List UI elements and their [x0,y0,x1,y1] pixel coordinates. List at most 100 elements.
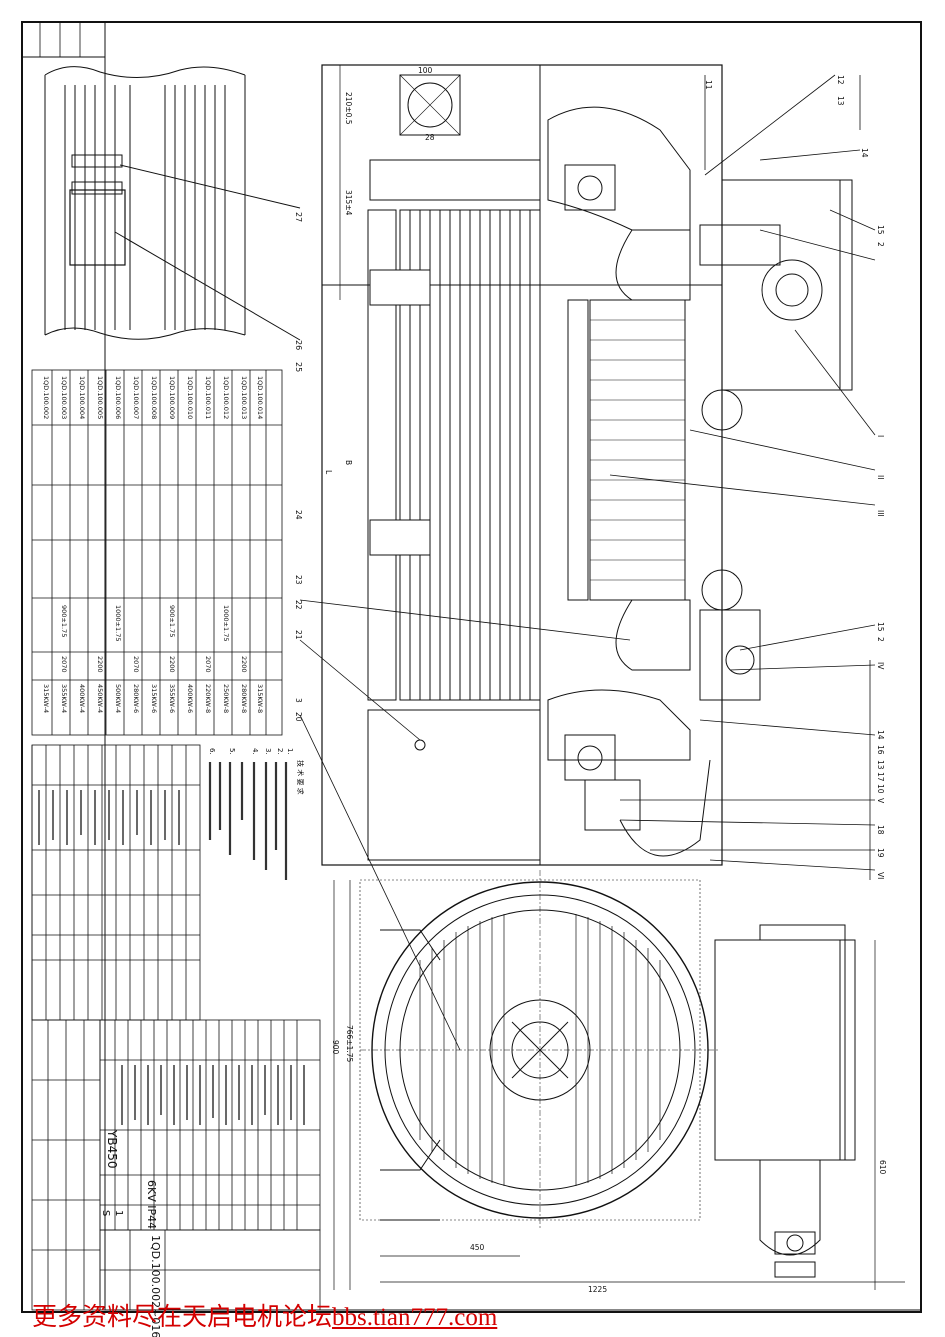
dim-label: 100 [418,66,433,75]
dim-label: 766±1.75 [345,1025,354,1063]
inner-frame [104,21,922,1311]
table-cell: 315KW-8 [256,684,264,713]
callout-label: III [876,510,885,517]
note-item: 1. [286,748,294,755]
table-cell: 1QD.100.003 [60,376,68,419]
callout-label: II [876,475,885,479]
table-cell: 315KW-4 [42,684,50,713]
callout-label: 2 [876,242,885,247]
table-cell: 1QD.100.005 [96,376,104,419]
callout-27: 27 [294,212,303,222]
dim-label: 1225 [588,1285,607,1294]
sheet-mark: S [100,1210,111,1216]
parts-list-ink [38,790,305,1125]
outer-frame [21,21,922,1313]
callouts-right: 11 12 13 14 15 2 I II III 15 2 IV 14 16 … [704,75,885,879]
table-cell: 2200 [168,656,176,673]
parts-list [31,744,201,1311]
callout-label: 13 [836,96,845,106]
callout-25: 25 [294,362,303,372]
table-cell: 1QD.100.011 [204,376,212,419]
dim-label: 610 [878,1160,887,1175]
callout-label: 19 [876,848,885,858]
note-item: 5. [228,748,236,755]
frame-detail-view [44,66,301,341]
motor-side-view [321,64,853,866]
notes-lines [208,762,288,880]
table-cell: 1QD.100.014 [256,376,264,419]
dim-label: 450 [470,1243,485,1252]
callout-label: 17 [876,772,885,782]
callout-label: 15 [876,622,885,632]
dimension-lines [321,65,905,1290]
notes-title: 技 术 要 求 [296,760,305,795]
table-cell: 500KW-4 [114,684,122,713]
table-cell: 400KW-4 [78,684,86,713]
table-cell: 280KW-8 [240,684,248,713]
callout-label: 20 [294,712,303,722]
callout-label: 22 [294,600,303,610]
sheet-mark: 1 [113,1210,124,1216]
table-cell: 900±1.75 [168,605,176,637]
callout-26: 26 [294,340,303,350]
table-cell: 1QD.100.012 [222,376,230,419]
table-cell: 1QD.100.013 [240,376,248,419]
footer-link[interactable]: bbs.tian777.com [332,1304,498,1331]
footer-banner: 更多资料尽在天启电机论坛bbs.tian777.com [32,1300,732,1334]
dim-label: L [324,470,333,475]
table-cell: 355KW-6 [168,684,176,713]
callout-label: VI [876,872,885,879]
table-cell: 400KW-6 [186,684,194,713]
table-cell: 355KW-4 [60,684,68,713]
table-cell: 280KW-6 [132,684,140,713]
table-cell: 1000±1.75 [222,605,230,641]
dim-label: 210±0.5 [344,92,353,125]
footer-text: 更多资料尽在天启电机论坛 [32,1302,333,1331]
drawing-number: 1QD.100.002~016 [149,1235,162,1337]
note-item: 2. [276,748,284,755]
callout-label: 21 [294,630,303,640]
callout-label: IV [876,662,885,670]
table-cell: 2200 [240,656,248,673]
table-cell: 315KW-6 [150,684,158,713]
table-cell: 2070 [60,656,68,673]
dim-label: 28 [425,133,435,142]
dim-label: 900 [331,1040,340,1055]
callout-label: 2 [876,637,885,642]
motor-end-view [359,870,856,1278]
table-cell: 1QD.100.002 [42,376,50,419]
technical-notes: 技 术 要 求 1. 2. 3. 4. 5. 6. [208,748,305,795]
parts-list-2 [99,1019,321,1311]
table-cell: 1QD.100.009 [168,376,176,419]
table-cell: 2070 [132,656,140,673]
model-label: YB450 [105,1129,119,1168]
callout-label: 14 [876,730,885,740]
table-cell: 1QD.100.006 [114,376,122,419]
table-cell: 1QD.100.008 [150,376,158,419]
table-cell: 1QD.100.004 [78,376,86,419]
dimensions: 100 210±0.5 28 315±4 B L 900 766±1.75 61… [324,66,887,1294]
table-text: 1QD.100.002 1QD.100.003 1QD.100.004 1QD.… [42,376,264,713]
table-cell: 450KW-4 [96,684,104,713]
table-cell: 1QD.100.007 [132,376,140,419]
callout-leaders [299,74,876,1051]
callout-label: 23 [294,575,303,585]
dim-label: 315±4 [344,190,353,216]
callout-label: 3 [294,698,303,703]
table-cell: 1QD.100.010 [186,376,194,419]
table-cell: 2200 [96,656,104,673]
callout-label: 15 [876,225,885,235]
dim-label: B [344,460,353,465]
callout-label: I [876,435,885,437]
note-item: 6. [208,748,216,755]
table-cell: 2070 [204,656,212,673]
table-cell: 1000±1.75 [114,605,122,641]
note-item: 4. [251,748,259,755]
callout-label: 12 [836,75,845,85]
voltage-label: 6KV IP44 [145,1180,158,1229]
table-cell: 220KW-8 [204,684,212,713]
note-item: 3. [264,748,272,755]
table-cell: 900±1.75 [60,605,68,637]
callout-label: 11 [704,80,713,90]
